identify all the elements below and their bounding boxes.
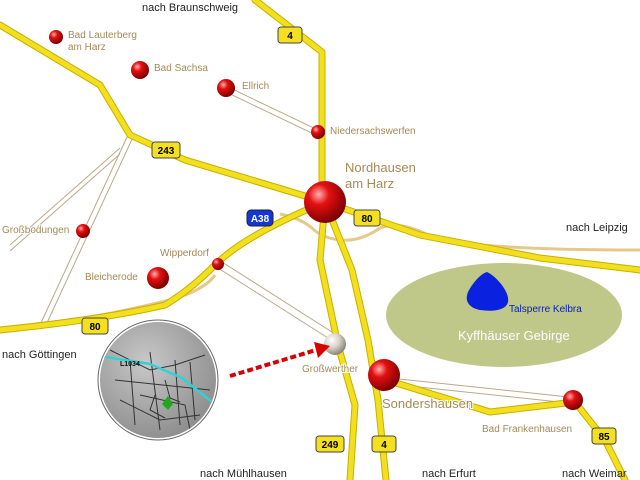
grossbodungen-marker-icon	[76, 224, 90, 238]
direction-muehlhausen: nach Mühlhausen	[200, 468, 287, 480]
lake-label: Talsperre Kelbra	[509, 304, 582, 315]
road-shield-b243: 243	[151, 141, 181, 159]
bleicherode-marker-icon	[147, 267, 169, 289]
town-bad-sachsa: Bad Sachsa	[154, 63, 208, 74]
road-shield-b80-west: 80	[81, 317, 109, 335]
road-b80-east-label: 80	[361, 214, 373, 225]
location-pointer-arrow	[229, 342, 330, 378]
bad-sachsa-marker-icon	[131, 61, 149, 79]
road-b249-label: 249	[322, 440, 339, 451]
road-shield-a38: A38	[246, 209, 274, 227]
direction-weimar: nach Weimar	[562, 468, 627, 480]
kyffhaeuser-region	[386, 263, 622, 367]
ellrich-marker-icon	[217, 79, 235, 97]
inset-road-label: L1034	[120, 361, 140, 368]
grosswerther-marker-icon	[324, 333, 346, 355]
town-nordhausen: Nordhausen	[345, 160, 416, 175]
location-marker-icon	[162, 396, 173, 410]
nordhausen-marker-icon	[304, 181, 346, 223]
town-nordhausen-line2: am Harz	[345, 176, 394, 191]
town-bad-frankenhausen: Bad Frankenhausen	[482, 424, 572, 435]
niedersachswerfen-marker-icon	[311, 125, 325, 139]
direction-braunschweig: nach Braunschweig	[142, 2, 238, 14]
road-shield-b4-south: 4	[371, 435, 397, 453]
road-a38-label: A38	[251, 214, 270, 225]
town-wipperdorf: Wipperdorf	[160, 248, 209, 259]
road-b4-south-label: 4	[381, 440, 387, 451]
town-niedersachswerfen: Niedersachswerfen	[330, 126, 416, 137]
sondershausen-marker-icon	[368, 359, 400, 391]
road-shield-b80-east: 80	[353, 209, 381, 227]
wipperdorf-marker-icon	[212, 258, 224, 270]
direction-goettingen: nach Göttingen	[2, 349, 77, 361]
lake-drop-icon	[466, 272, 509, 311]
bad-lauterberg-marker-icon	[49, 30, 63, 44]
road-b80-west-label: 80	[89, 322, 101, 333]
town-ellrich: Ellrich	[242, 81, 269, 92]
town-sondershausen: Sondershausen	[382, 396, 473, 411]
road-b85-label: 85	[598, 432, 610, 443]
town-bad-lauterberg: Bad Lauterberg	[68, 30, 137, 41]
minor-roads	[9, 85, 579, 405]
direction-erfurt: nach Erfurt	[422, 468, 476, 480]
road-shield-b249: 249	[315, 435, 345, 453]
town-grossbodungen: Großbodungen	[2, 225, 69, 236]
region-label: Kyffhäuser Gebirge	[458, 328, 570, 343]
town-bleicherode: Bleicherode	[85, 272, 138, 283]
inset-detail-map: L1034	[97, 319, 219, 441]
road-b243-label: 243	[158, 146, 175, 157]
town-bad-lauterberg-line2: am Harz	[68, 42, 106, 53]
town-grosswerther: Großwerther	[302, 364, 359, 375]
road-b4-north-label: 4	[287, 31, 293, 42]
road-shield-b4-north: 4	[277, 26, 303, 44]
direction-leipzig: nach Leipzig	[566, 222, 628, 234]
road-shield-b85: 85	[591, 427, 617, 445]
bad-frankenhausen-marker-icon	[563, 390, 583, 410]
